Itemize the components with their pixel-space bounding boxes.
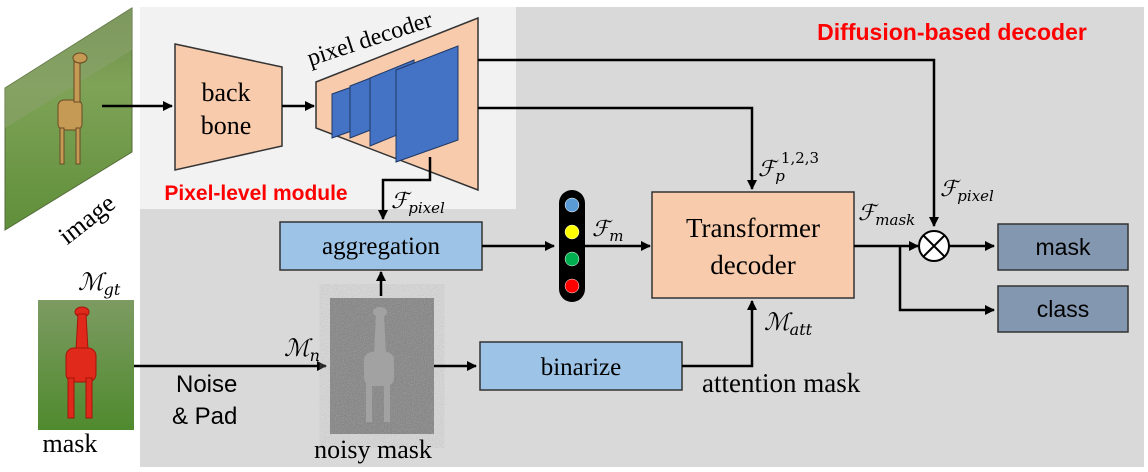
- noisy-mask-label: noisy mask: [314, 435, 432, 464]
- backbone-block: back bone: [174, 43, 283, 171]
- f-pixel-label: ℱpixel: [391, 189, 445, 217]
- class-output-block: class: [997, 285, 1129, 333]
- m-gt-label: ℳgt: [78, 268, 121, 299]
- mask-label: mask: [43, 429, 98, 458]
- transformer-label-line2: decoder: [710, 250, 795, 280]
- aggregation-block: aggregation: [279, 221, 483, 271]
- query-dot-1: [564, 197, 580, 213]
- backbone-label-line1: back: [201, 78, 250, 107]
- f-mask-label: ℱmask: [858, 201, 915, 229]
- red-giraffe-icon: [65, 306, 97, 419]
- aggregation-label: aggregation: [322, 233, 441, 260]
- f-p-label: ℱp1,2,3: [758, 149, 819, 185]
- query-dot-3: [564, 251, 580, 267]
- query-dot-2: [564, 224, 580, 240]
- query-dot-4: [564, 278, 580, 294]
- feature-maps: [331, 45, 459, 163]
- arrow-decoder-to-multiply: [478, 58, 939, 227]
- transformer-label-line1: Transformer: [686, 213, 820, 243]
- class-output-label: class: [1037, 296, 1089, 322]
- f-pixel2-label: ℱpixel: [940, 177, 994, 205]
- mask-output-block: mask: [997, 223, 1129, 271]
- diffusion-decoder-title: Diffusion-based decoder: [817, 19, 1087, 45]
- pixel-level-module-title: Pixel-level module: [164, 182, 347, 205]
- binarize-block: binarize: [479, 341, 683, 391]
- arrow-decoder-to-aggregation: [378, 157, 432, 220]
- arrow-decoder-to-transformer: [478, 106, 757, 190]
- binarize-label: binarize: [541, 354, 622, 381]
- query-capsule: [559, 190, 585, 302]
- f-m-label: ℱm: [592, 217, 624, 245]
- attention-mask-label: attention mask: [702, 368, 861, 398]
- feature-map-4: [395, 45, 459, 163]
- noisy-mask-image: [330, 298, 434, 434]
- arrow-binarize-to-transformer: [682, 300, 757, 368]
- gt-mask-image: [38, 300, 134, 430]
- image-label: image: [53, 188, 121, 250]
- noise-pad-label-line1: Noise: [176, 371, 237, 398]
- multiply-node: [918, 230, 950, 262]
- faint-giraffe-icon: [364, 307, 394, 422]
- backbone-label-line2: bone: [201, 111, 252, 140]
- noise-pad-label-line2: & Pad: [172, 403, 237, 430]
- mask-output-label: mask: [1036, 234, 1091, 260]
- m-att-label: ℳatt: [764, 308, 813, 339]
- transformer-decoder-block: Transformer decoder: [651, 191, 855, 299]
- giraffe-icon: [57, 52, 88, 165]
- m-n-label: ℳn: [284, 334, 320, 365]
- arrow-transformer-to-class: [898, 246, 995, 315]
- input-image: [4, 7, 133, 231]
